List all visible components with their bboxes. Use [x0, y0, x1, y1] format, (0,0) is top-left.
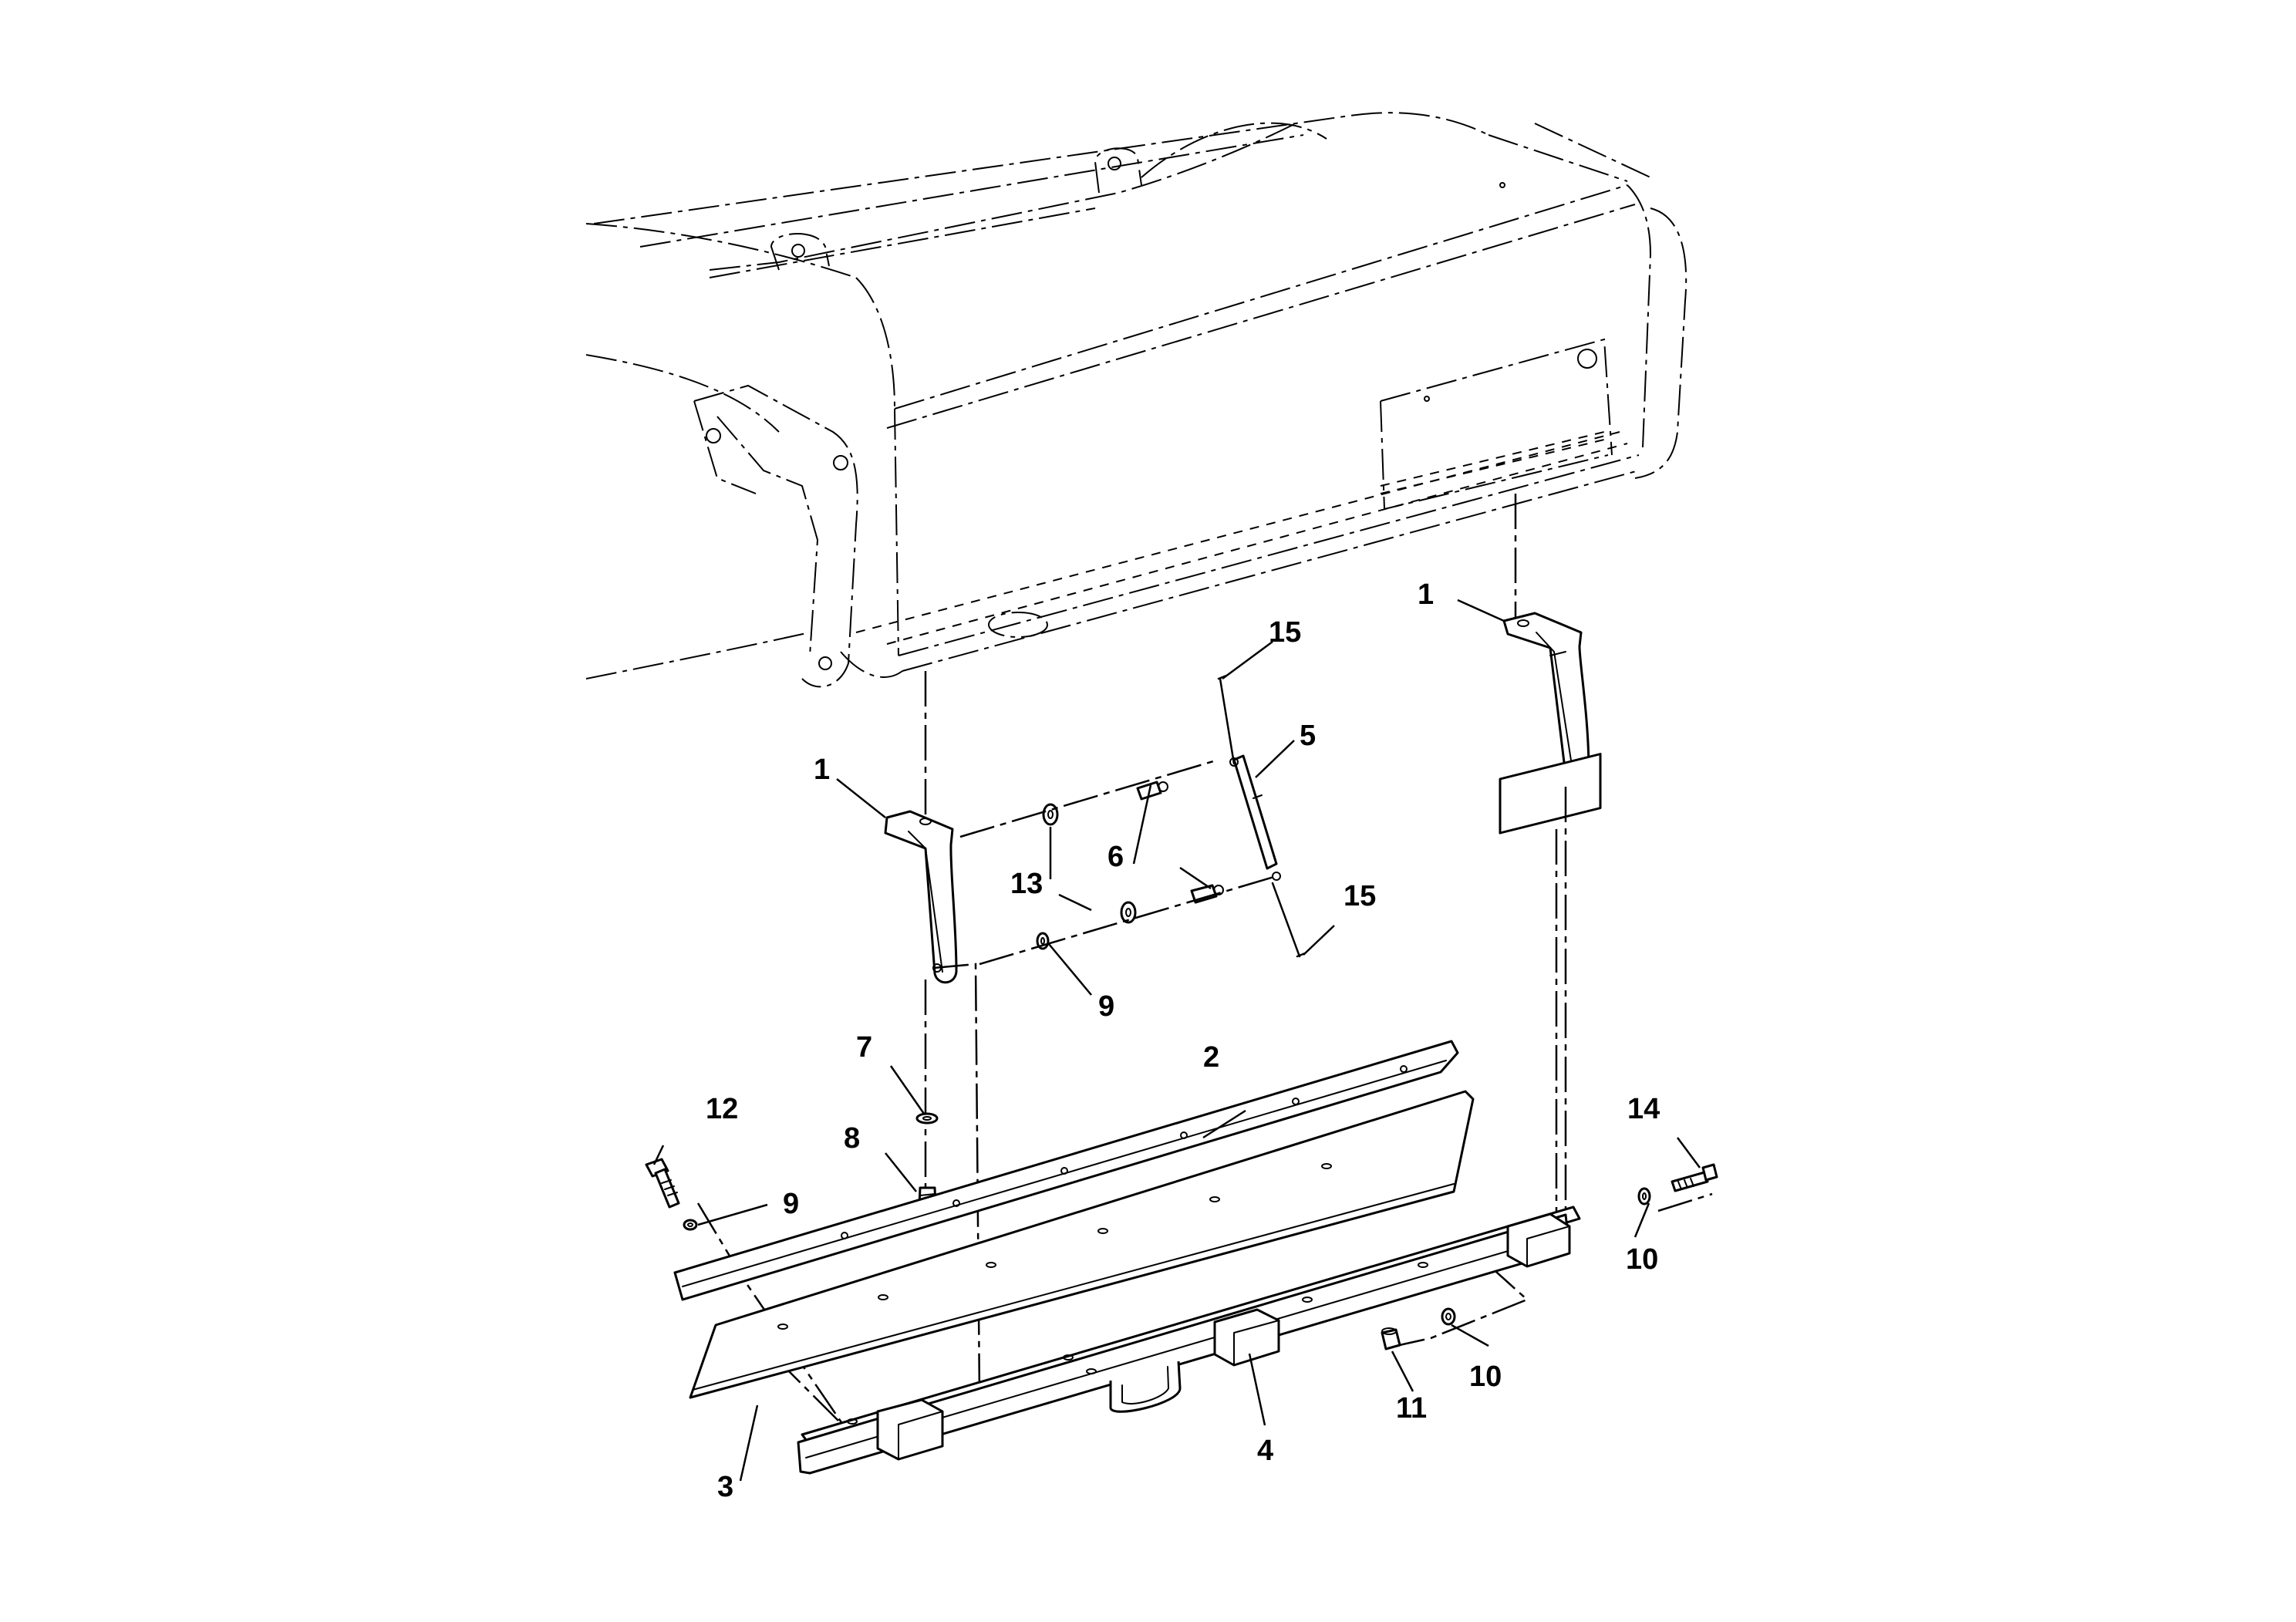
callout-1-right: 1	[1418, 578, 1434, 611]
bolt-12	[645, 1158, 680, 1209]
wear-strip-2	[673, 1040, 1459, 1301]
machine-body-phantom	[585, 112, 1687, 688]
callout-5: 5	[1300, 720, 1316, 752]
callout-1-left: 1	[814, 754, 830, 786]
callout-14: 14	[1627, 1093, 1660, 1125]
mounting-beam-4	[797, 1206, 1581, 1475]
washer-10-right	[1637, 1187, 1651, 1206]
callout-10-right: 10	[1626, 1243, 1658, 1276]
callout-4: 4	[1257, 1435, 1273, 1467]
ball-stud-lower	[1190, 884, 1224, 904]
washer-7	[915, 1112, 939, 1125]
washer-13-lower	[1120, 901, 1137, 924]
callout-12: 12	[706, 1093, 738, 1125]
callout-2: 2	[1203, 1041, 1219, 1074]
strut-assembly	[1217, 674, 1306, 958]
bracket-right	[1502, 612, 1590, 785]
nut-11	[1381, 1327, 1401, 1351]
callout-labels: 1 1 2 3 4 5 6 7 8 9 9 10 10 11 12 13 14 …	[706, 578, 1660, 1503]
callout-7: 7	[856, 1031, 872, 1064]
callout-11: 11	[1396, 1392, 1427, 1425]
callout-8: 8	[844, 1122, 860, 1155]
washer-9-left	[683, 1219, 698, 1231]
leader-lines	[652, 599, 1701, 1482]
callout-13: 13	[1010, 868, 1043, 900]
callout-15-top: 15	[1269, 616, 1301, 649]
callout-3: 3	[717, 1471, 733, 1503]
callout-6: 6	[1108, 841, 1124, 873]
bracket-left	[884, 810, 958, 984]
bolt-14	[1671, 1163, 1718, 1192]
callout-10-bottom: 10	[1469, 1361, 1502, 1393]
callout-15-bottom: 15	[1344, 880, 1376, 912]
callout-9-upper: 9	[783, 1188, 799, 1220]
label-panel	[1499, 753, 1602, 835]
flap-plate-3	[689, 1090, 1475, 1399]
callout-9-lower: 9	[1098, 990, 1114, 1023]
washer-10-bottom	[1441, 1307, 1456, 1326]
ball-stud-upper	[1136, 781, 1168, 801]
